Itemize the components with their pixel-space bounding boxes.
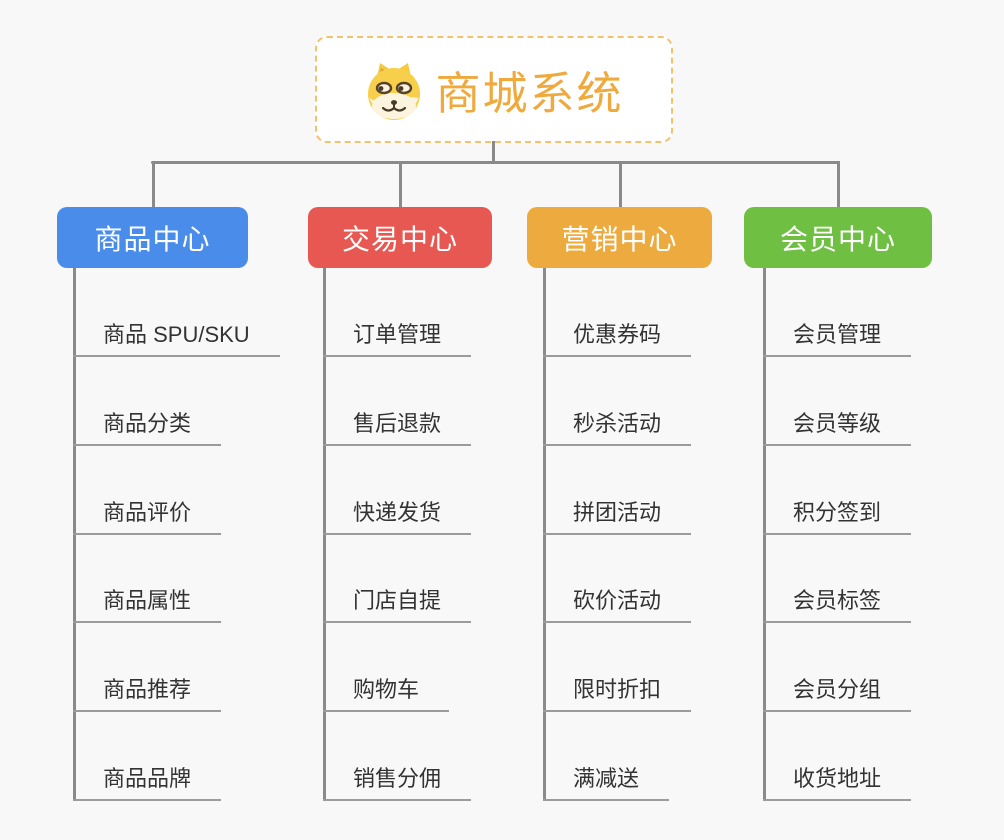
branch-header-product-center[interactable]: 商品中心 bbox=[57, 207, 248, 268]
child-topic-marketing-center-5[interactable]: 限时折扣 bbox=[543, 676, 692, 712]
child-topic-product-center-4[interactable]: 商品属性 bbox=[73, 587, 222, 623]
child-topic-trade-center-3[interactable]: 快递发货 bbox=[323, 499, 472, 535]
child-topic-member-center-6[interactable]: 收货地址 bbox=[763, 765, 912, 801]
child-topic-product-center-2[interactable]: 商品分类 bbox=[73, 410, 222, 446]
connector-drop-trade-center bbox=[399, 161, 402, 211]
child-topic-trade-center-2[interactable]: 售后退款 bbox=[323, 410, 472, 446]
connector-drop-product-center bbox=[152, 161, 155, 211]
child-topic-trade-center-4[interactable]: 门店自提 bbox=[323, 587, 472, 623]
child-topic-member-center-4[interactable]: 会员标签 bbox=[763, 587, 912, 623]
child-topic-marketing-center-3[interactable]: 拼团活动 bbox=[543, 499, 692, 535]
connector-drop-marketing-center bbox=[619, 161, 622, 211]
connector-drop-member-center bbox=[837, 161, 840, 211]
child-topic-member-center-5[interactable]: 会员分组 bbox=[763, 676, 912, 712]
child-topic-member-center-2[interactable]: 会员等级 bbox=[763, 410, 912, 446]
connector-bus bbox=[151, 161, 840, 164]
child-topic-marketing-center-2[interactable]: 秒杀活动 bbox=[543, 410, 692, 446]
root-title: 商城系统 bbox=[435, 68, 624, 119]
child-topic-product-center-1[interactable]: 商品 SPU/SKU bbox=[73, 321, 280, 357]
child-topic-member-center-1[interactable]: 会员管理 bbox=[763, 321, 912, 357]
child-topic-trade-center-6[interactable]: 销售分佣 bbox=[323, 765, 472, 801]
connector-root-stem bbox=[492, 141, 495, 163]
doge-icon bbox=[364, 60, 424, 120]
child-topic-product-center-5[interactable]: 商品推荐 bbox=[73, 676, 222, 712]
child-topic-trade-center-5[interactable]: 购物车 bbox=[323, 676, 450, 712]
root-node[interactable]: 商城系统 bbox=[315, 36, 673, 143]
child-topic-product-center-3[interactable]: 商品评价 bbox=[73, 499, 222, 535]
branch-header-marketing-center[interactable]: 营销中心 bbox=[527, 207, 712, 268]
child-topic-marketing-center-4[interactable]: 砍价活动 bbox=[543, 587, 692, 623]
branch-header-member-center[interactable]: 会员中心 bbox=[744, 207, 932, 268]
child-topic-trade-center-1[interactable]: 订单管理 bbox=[323, 321, 472, 357]
child-topic-marketing-center-6[interactable]: 满减送 bbox=[543, 765, 670, 801]
child-topic-product-center-6[interactable]: 商品品牌 bbox=[73, 765, 222, 801]
child-topic-member-center-3[interactable]: 积分签到 bbox=[763, 499, 912, 535]
child-topic-marketing-center-1[interactable]: 优惠券码 bbox=[543, 321, 692, 357]
branch-header-trade-center[interactable]: 交易中心 bbox=[308, 207, 492, 268]
